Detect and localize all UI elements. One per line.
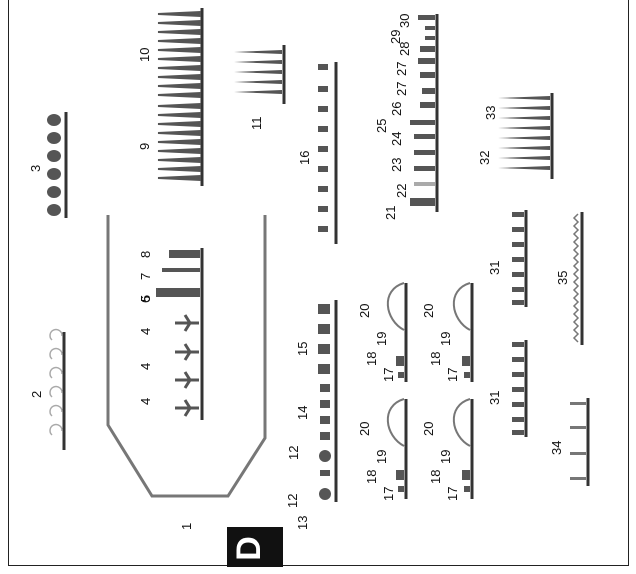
label-21: 21 [383, 205, 398, 220]
label-9: 9 [137, 142, 152, 150]
part-group-31-lower [512, 340, 528, 437]
label-4-c: 4 [138, 327, 153, 335]
label-17-a: 17 [381, 367, 396, 382]
part-group-17-20-c [386, 398, 408, 499]
label-20-c: 20 [357, 421, 372, 436]
label-20-a: 20 [357, 303, 372, 318]
label-23: 23 [389, 157, 404, 172]
label-6: 6 [138, 295, 153, 303]
label-32: 32 [477, 150, 492, 165]
page-frame [8, 0, 629, 566]
label-4-a: 4 [138, 397, 153, 405]
label-17-d: 17 [445, 486, 460, 501]
label-26: 26 [389, 101, 404, 116]
part-group-4-8 [156, 248, 204, 420]
label-27-b: 27 [394, 61, 409, 76]
part-group-35 [572, 212, 584, 345]
label-22: 22 [394, 183, 409, 198]
label-2: 2 [29, 390, 44, 398]
label-3: 3 [28, 164, 43, 172]
part-group-32-33 [498, 93, 554, 179]
label-20-b: 20 [421, 303, 436, 318]
label-19-a: 19 [374, 331, 389, 346]
label-25: 25 [374, 118, 389, 133]
part-group-11 [234, 45, 286, 104]
label-20-d: 20 [421, 421, 436, 436]
label-19-d: 19 [438, 449, 453, 464]
label-18-a: 18 [364, 351, 379, 366]
part-group-17-20-a [386, 282, 408, 382]
label-17-c: 17 [381, 486, 396, 501]
part-group-9-10 [157, 8, 204, 186]
label-7: 7 [138, 272, 153, 280]
label-27-a: 27 [394, 81, 409, 96]
label-18-d: 18 [428, 469, 443, 484]
label-34: 34 [549, 440, 564, 455]
label-31-lower: 31 [487, 390, 502, 405]
label-19-b: 19 [438, 331, 453, 346]
label-16: 16 [297, 150, 312, 165]
section-badge: D [227, 527, 283, 567]
storage-tray-outline [106, 215, 267, 498]
section-badge-letter: D [229, 536, 268, 561]
label-13: 13 [295, 515, 310, 530]
label-24: 24 [389, 131, 404, 146]
part-group-31-upper [512, 210, 528, 307]
part-group-3 [47, 112, 68, 218]
label-19-c: 19 [374, 449, 389, 464]
part-group-12-15 [318, 300, 338, 502]
part-group-34 [570, 398, 590, 486]
label-18-c: 18 [364, 469, 379, 484]
label-11: 11 [249, 116, 264, 131]
label-4-b: 4 [138, 362, 153, 370]
part-group-16 [318, 62, 338, 244]
label-1: 1 [179, 522, 194, 530]
label-35: 35 [555, 270, 570, 285]
part-group-17-20-d [452, 398, 474, 499]
label-15: 15 [295, 341, 310, 356]
label-12-b: 12 [286, 445, 301, 460]
label-31-upper: 31 [487, 260, 502, 275]
label-10: 10 [137, 47, 152, 62]
label-29: 29 [388, 29, 403, 44]
label-17-b: 17 [445, 367, 460, 382]
label-30: 30 [397, 13, 412, 28]
part-group-21-30 [410, 14, 439, 212]
label-8: 8 [138, 250, 153, 258]
part-group-2 [49, 328, 66, 450]
part-group-17-20-b [452, 282, 474, 382]
label-14: 14 [295, 405, 310, 420]
label-33: 33 [483, 105, 498, 120]
label-18-b: 18 [428, 351, 443, 366]
label-12-a: 12 [285, 493, 300, 508]
